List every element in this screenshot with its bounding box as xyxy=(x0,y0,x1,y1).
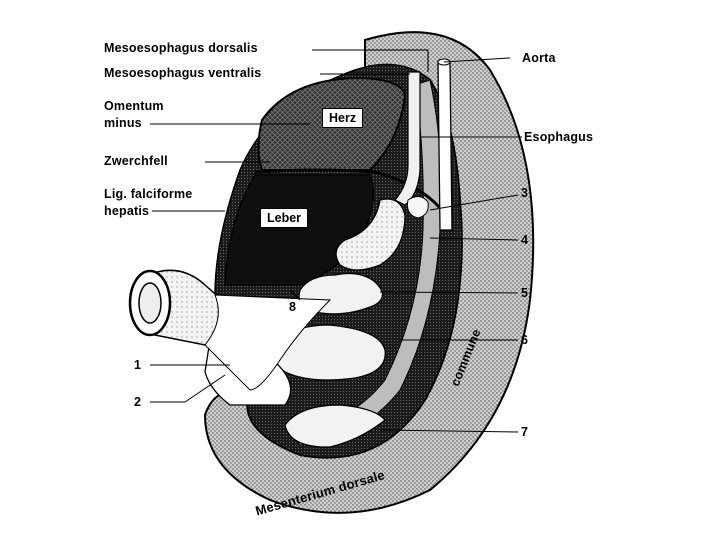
label-herz: Herz xyxy=(322,108,364,128)
stomach xyxy=(335,198,406,271)
diaphragm-line xyxy=(254,168,442,209)
callout-7: 7 xyxy=(521,425,528,439)
label-lig-falciforme-line1: Lig. falciforme xyxy=(104,187,193,201)
callout-4: 4 xyxy=(521,233,528,247)
leader-lines xyxy=(150,49,522,433)
label-esophagus: Esophagus xyxy=(524,130,594,144)
aorta-tube xyxy=(437,61,453,231)
callout-1: 1 xyxy=(134,358,141,372)
ventral-fan xyxy=(204,294,332,391)
label-mesoesophagus-ventralis: Mesoesophagus ventralis xyxy=(104,66,262,80)
callout-2: 2 xyxy=(134,395,141,409)
esophagus-tube xyxy=(394,71,421,206)
callout-6: 6 xyxy=(521,333,528,347)
label-leber: Leber xyxy=(260,208,309,228)
label-zwerchfell: Zwerchfell xyxy=(104,154,168,168)
callout-8: 8 xyxy=(289,300,296,314)
label-omentum-minus-line2: minus xyxy=(104,116,142,130)
intestine-loop-lower xyxy=(284,404,386,448)
spleen-blob xyxy=(407,196,429,219)
label-aorta: Aorta xyxy=(522,51,556,65)
label-omentum-minus-line1: Omentum xyxy=(104,99,164,113)
label-lig-falciforme-line2: hepatis xyxy=(104,204,150,218)
label-mesoesophagus-dorsalis: Mesoesophagus dorsalis xyxy=(104,41,258,55)
callout-5: 5 xyxy=(521,286,528,300)
callout-3: 3 xyxy=(521,186,528,200)
